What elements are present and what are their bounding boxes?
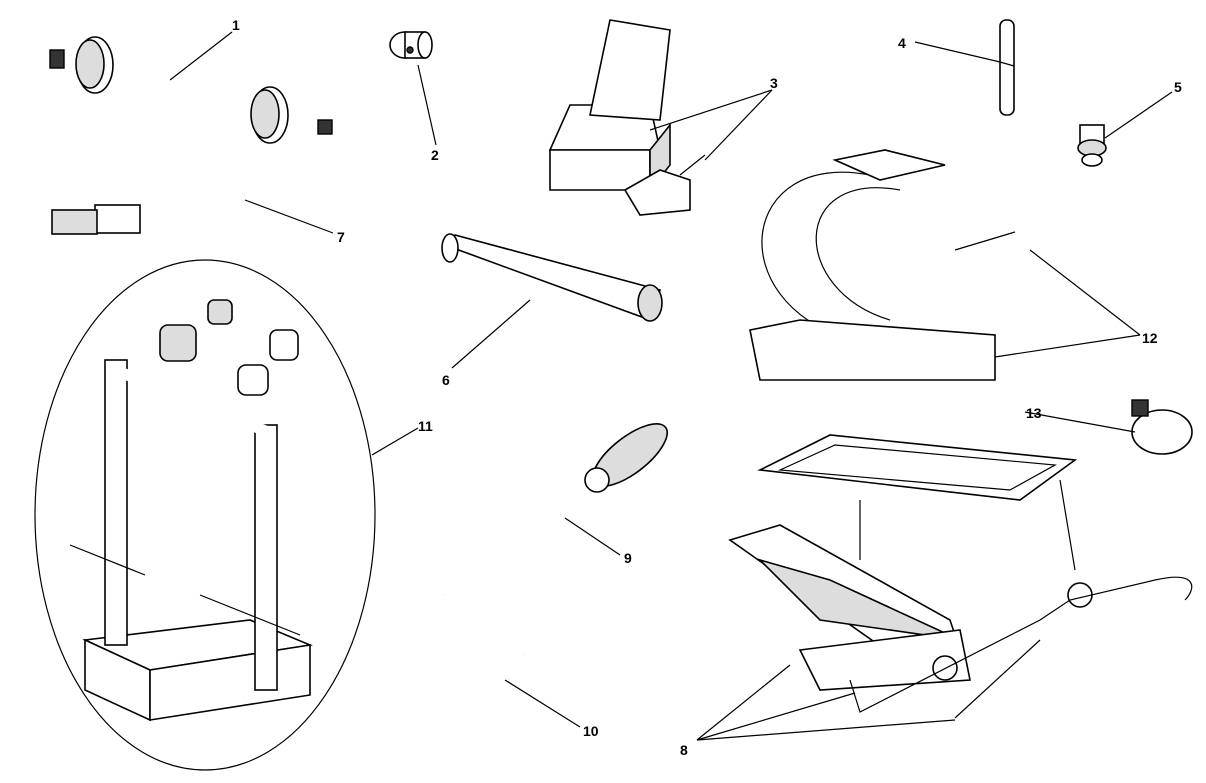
tool-10-fork-tool [438, 653, 527, 732]
tool-4-pin [999, 19, 1015, 116]
tool-11-wheel-stand [34, 259, 376, 771]
callout-9: 9 [624, 550, 632, 566]
callout-5: 5 [1174, 79, 1182, 95]
tool-5-plug [1077, 124, 1107, 167]
callout-1: 1 [232, 17, 240, 33]
callout-13: 13 [1026, 405, 1042, 421]
callout-4: 4 [898, 35, 906, 51]
tool-1-bearing-puller [49, 36, 333, 144]
callout-7: 7 [337, 229, 345, 245]
tool-6-tube [441, 233, 663, 322]
tool-9-puller [443, 423, 668, 597]
callout-6: 6 [442, 372, 450, 388]
callout-11: 11 [418, 418, 433, 434]
callout-8: 8 [680, 742, 688, 758]
tool-12-fixture [749, 149, 1016, 381]
leader-lines [169, 31, 1173, 741]
callout-10: 10 [583, 723, 599, 739]
callout-3: 3 [770, 75, 778, 91]
tool-7-adapter [51, 192, 246, 235]
tool-8-stand-and-jack [728, 434, 1193, 719]
tool-3-box-and-fixture [548, 19, 706, 216]
callout-12: 12 [1142, 330, 1158, 346]
tool-13-ring-nut-wrench [1131, 399, 1193, 455]
callout-2: 2 [431, 147, 439, 163]
tool-2-sleeve [389, 31, 433, 59]
